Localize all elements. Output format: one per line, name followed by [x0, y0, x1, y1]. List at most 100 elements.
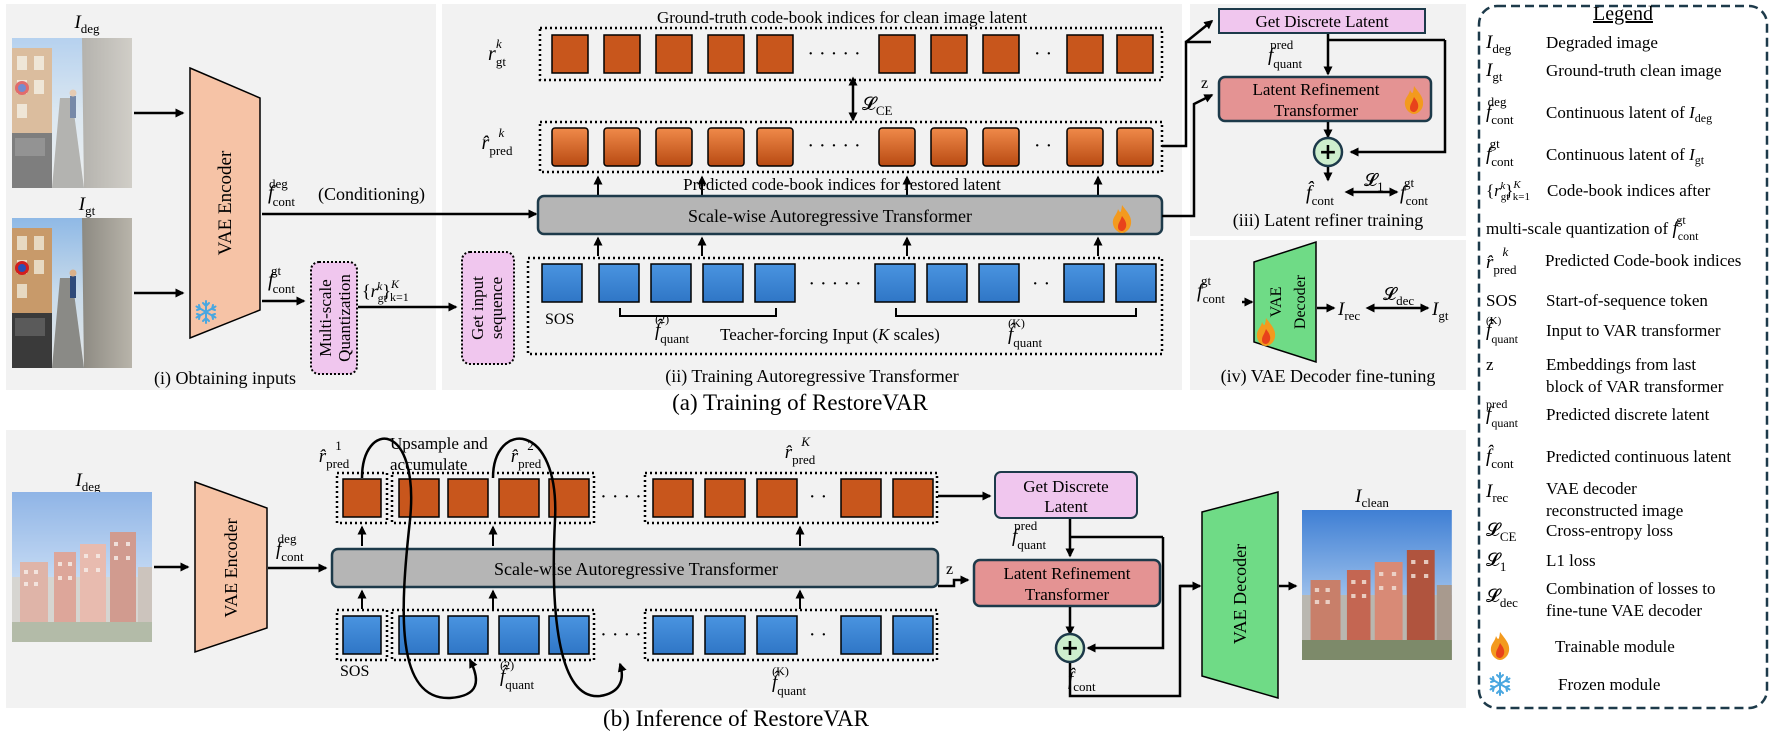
r-hat-pred-K: r̂predK [785, 434, 816, 467]
vae-encoder-label: VAE Encoder [221, 518, 241, 617]
f-hat-quant-2: f̂quant(2) [655, 312, 690, 346]
token [1116, 34, 1154, 74]
caption-i: (i) Obtaining inputs [154, 368, 296, 389]
lrt-label-1: Latent Refinement [1253, 80, 1380, 99]
token [598, 263, 640, 303]
token [498, 478, 540, 518]
caption-a: (a) Training of RestoreVAR [672, 390, 928, 415]
gdl-label: Get Discrete Latent [1255, 12, 1388, 31]
dots: · · [1034, 43, 1052, 65]
teacher-forcing-row [526, 256, 1164, 356]
legend-sym: Igt [1485, 60, 1503, 84]
f-hat-quant-K-b: f̂quant(K) [772, 664, 807, 698]
token [447, 478, 489, 518]
plus-node-iii [1312, 136, 1344, 168]
token [551, 127, 589, 167]
token [878, 34, 916, 74]
input-row-b-sos [335, 608, 389, 662]
token [982, 127, 1020, 167]
legend-desc: Input to VAR transformer [1546, 321, 1721, 340]
legend-title: Legend [1593, 3, 1653, 25]
gdl-label-2: Latent [1044, 497, 1088, 516]
legend-desc: Code-book indices after [1547, 181, 1711, 200]
legend-sym: fcontdeg [1486, 94, 1514, 127]
token [978, 263, 1020, 303]
caption-b: (b) Inference of RestoreVAR [603, 706, 870, 731]
legend-sym: r̂predk [1486, 244, 1517, 277]
legend-desc: Predicted Code-book indices [1545, 251, 1741, 270]
dots: · · [1034, 135, 1052, 157]
sar-up-arrows-b [357, 525, 805, 546]
pred-indices-label: Predicted code-book indices for restored… [683, 175, 1001, 194]
token [707, 127, 745, 167]
token [756, 127, 794, 167]
gt-tokens [551, 34, 1154, 74]
i-rec: Irec [1337, 299, 1360, 323]
dots: · · · · · [807, 135, 860, 157]
input-row-b-K [643, 608, 939, 662]
caption-iv: (iv) VAE Decoder fine-tuning [1221, 366, 1436, 387]
f-quant-pred-iii: fquantpred [1268, 37, 1303, 71]
latent-refinement-transformer-train [1217, 75, 1433, 123]
gdl-label-1: Get Discrete [1023, 477, 1108, 496]
legend-sym: fcontgt [1486, 136, 1514, 169]
f-cont-deg: fcontdeg [268, 176, 295, 209]
token [655, 127, 693, 167]
legend-sym: f̂quant(K) [1486, 315, 1519, 346]
arrow-pred-to-gdl [1162, 40, 1211, 148]
lrt-label-2: Transformer [1274, 101, 1359, 120]
msq-label-1: Multi-scale [316, 279, 335, 356]
token [892, 615, 934, 655]
legend-desc: L1 loss [1546, 551, 1596, 570]
legend-desc: Continuous latent of Ideg [1546, 103, 1712, 125]
legend-desc: Degraded image [1546, 33, 1658, 52]
plus-sign: + [1319, 140, 1337, 165]
token [982, 34, 1020, 74]
token [930, 127, 968, 167]
legend-desc: multi-scale quantization of fcontgt [1486, 213, 1699, 243]
f-cont-gt-iv: fcontgt [1197, 273, 1225, 306]
token [447, 615, 489, 655]
sar-label: Scale-wise Autoregressive Transformer [494, 559, 778, 579]
dots: · · · · · [807, 43, 860, 65]
token [548, 615, 590, 655]
vae-encoder-label: VAE Encoder [215, 150, 236, 255]
vae-decoder-infer [1201, 491, 1279, 699]
token [840, 478, 882, 518]
vae-dec-label-2: Decoder [1292, 274, 1309, 329]
sar-label: Scale-wise Autoregressive Transformer [688, 206, 972, 226]
lrt-label-1: Latent Refinement [1004, 564, 1131, 583]
f-hat-quant-2-b: f̂quant(2) [500, 658, 535, 692]
token [650, 263, 692, 303]
panel-iv-bg [1190, 240, 1466, 390]
token [498, 615, 540, 655]
legend-desc: Embeddings from last [1546, 355, 1696, 374]
lrt-label-2: Transformer [1025, 585, 1110, 604]
legend-desc: Frozen module [1558, 675, 1660, 694]
token [551, 34, 589, 74]
token [1115, 263, 1157, 303]
bracket-K [895, 308, 1137, 317]
dots: · · [809, 486, 827, 508]
token [652, 615, 694, 655]
f-quant-pred-b: fquantpred [1012, 518, 1047, 552]
get-input-sequence [461, 251, 515, 365]
token [1066, 127, 1104, 167]
legend-desc: Ground-truth clean image [1546, 61, 1722, 80]
legend-desc: Trainable module [1555, 637, 1675, 656]
gis-label-2: sequence [487, 277, 506, 339]
sos-label: SOS [545, 311, 574, 328]
skip-arrow-b [1086, 537, 1165, 653]
legend-sym: z [1486, 355, 1494, 374]
teacher-forcing-label: Teacher-forcing Input (K scales) [720, 325, 940, 344]
pred-row-b-K [643, 471, 939, 525]
legend-desc: Start-of-sequence token [1546, 291, 1708, 310]
sar-up-arrows-ii [593, 175, 1103, 195]
z-label-iii: z [1201, 75, 1208, 92]
city-photo [1302, 510, 1452, 660]
legend-desc: Cross-entropy loss [1546, 521, 1673, 540]
pred-tokens-b [342, 478, 934, 518]
upsample-label-1: Upsample and [390, 434, 488, 453]
msq-label-2: Quantization [335, 274, 354, 362]
